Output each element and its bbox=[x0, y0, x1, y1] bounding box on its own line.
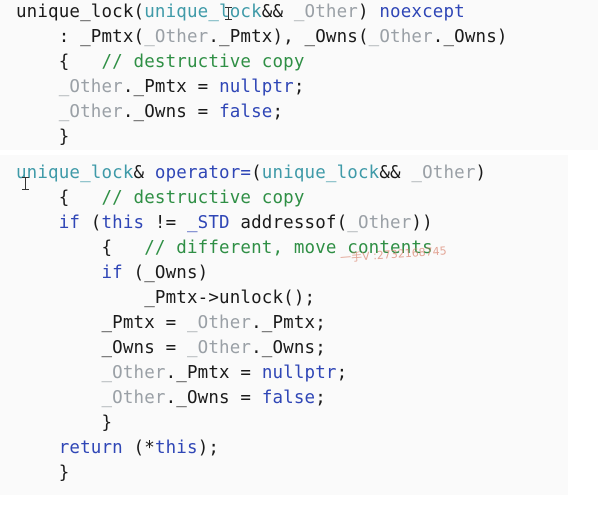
code-token: (_Owns) bbox=[122, 263, 209, 283]
code-token: ); bbox=[197, 438, 220, 458]
code-token: _Other bbox=[411, 163, 476, 183]
code-token: unique_lock bbox=[261, 163, 380, 183]
code-token bbox=[16, 102, 59, 122]
code-line[interactable]: _Other._Owns = false; bbox=[16, 386, 326, 411]
code-token: (* bbox=[122, 438, 155, 458]
code-line[interactable]: unique_lock(unique_lock&& _Other) noexce… bbox=[16, 0, 465, 25]
code-token: _Other bbox=[144, 27, 209, 47]
code-token: )) bbox=[411, 213, 433, 233]
code-line[interactable]: _Other._Pmtx = nullptr; bbox=[16, 361, 348, 386]
code-token: _Other bbox=[58, 77, 123, 97]
code-line[interactable]: _Pmtx = _Other._Pmtx; bbox=[16, 311, 326, 336]
code-token: ._Owns = bbox=[165, 388, 262, 408]
code-token: ) bbox=[357, 2, 380, 22]
code-token: { bbox=[16, 52, 102, 72]
code-token: this bbox=[101, 213, 145, 233]
code-token: this bbox=[154, 438, 198, 458]
code-token: ._Pmtx = bbox=[122, 77, 220, 97]
code-token: & bbox=[133, 163, 155, 183]
code-line[interactable]: if (this != _STD addressof(_Other)) bbox=[16, 211, 433, 236]
code-line[interactable]: } bbox=[16, 125, 70, 150]
code-token: false bbox=[219, 102, 273, 122]
code-token: _Other bbox=[186, 338, 252, 358]
code-token bbox=[16, 213, 59, 233]
code-token: && bbox=[379, 163, 412, 183]
code-token: ; bbox=[315, 388, 326, 408]
code-token: ._Pmtx = bbox=[165, 363, 262, 383]
code-line[interactable]: } bbox=[16, 411, 112, 436]
code-token: { bbox=[16, 238, 145, 258]
code-line[interactable]: _Owns = _Other._Owns; bbox=[16, 336, 326, 361]
code-token: ( bbox=[80, 213, 102, 233]
code-line[interactable]: { // destructive copy bbox=[16, 186, 305, 211]
code-token bbox=[16, 388, 102, 408]
code-token bbox=[16, 77, 59, 97]
code-token: unique_lock bbox=[16, 163, 134, 183]
code-token: } bbox=[16, 413, 113, 433]
code-token: ( bbox=[251, 163, 262, 183]
code-line[interactable]: { // different, move contents bbox=[16, 236, 433, 261]
code-token: _Pmtx->unlock(); bbox=[16, 288, 316, 308]
code-token: ._Owns; bbox=[251, 338, 326, 358]
code-token: _Other bbox=[58, 102, 123, 122]
code-token: ._Pmtx), _Owns( bbox=[208, 27, 369, 47]
code-line[interactable]: if (_Owns) bbox=[16, 261, 209, 286]
code-token: != bbox=[144, 213, 187, 233]
code-token: _Other bbox=[101, 388, 166, 408]
code-token: if bbox=[58, 213, 81, 233]
code-token: _STD bbox=[187, 213, 230, 233]
code-token: _Other bbox=[347, 213, 412, 233]
code-token: noexcept bbox=[379, 2, 465, 22]
code-token: ._Pmtx; bbox=[251, 313, 326, 333]
code-line[interactable]: _Other._Owns = false; bbox=[16, 100, 283, 125]
code-token: // destructive copy bbox=[101, 188, 305, 208]
code-token: operator= bbox=[154, 163, 252, 183]
code-line[interactable]: { // destructive copy bbox=[16, 50, 305, 75]
code-token: _Other bbox=[293, 2, 358, 22]
code-token: ; bbox=[293, 77, 305, 97]
code-token: addressof( bbox=[229, 213, 348, 233]
code-token: _Owns = bbox=[16, 338, 187, 358]
code-token: } bbox=[16, 127, 70, 147]
code-token: && bbox=[261, 2, 294, 22]
code-token: // destructive copy bbox=[101, 52, 305, 72]
code-token: nullptr bbox=[261, 363, 337, 383]
ibeam-cursor-icon bbox=[22, 176, 29, 191]
code-line[interactable]: _Other._Pmtx = nullptr; bbox=[16, 75, 305, 100]
code-line[interactable]: return (*this); bbox=[16, 436, 219, 461]
code-line[interactable]: unique_lock& operator=(unique_lock&& _Ot… bbox=[16, 161, 486, 186]
code-line[interactable]: _Pmtx->unlock(); bbox=[16, 286, 315, 311]
code-token: // different, move contents bbox=[144, 238, 433, 258]
code-token: nullptr bbox=[219, 77, 294, 97]
code-token: false bbox=[261, 388, 316, 408]
code-token: ; bbox=[336, 363, 348, 383]
code-token: unique_lock bbox=[144, 2, 262, 22]
code-token: ._Owns) bbox=[432, 27, 508, 47]
code-block-move-assignment bbox=[0, 155, 568, 495]
code-token: if bbox=[101, 263, 123, 283]
code-token bbox=[16, 263, 102, 283]
code-block-move-constructor bbox=[0, 0, 598, 150]
code-token: ._Owns = bbox=[122, 102, 220, 122]
code-token: ) bbox=[475, 163, 487, 183]
code-token: _Pmtx = bbox=[16, 313, 187, 333]
code-token: _Other bbox=[368, 27, 433, 47]
code-token: : _Pmtx( bbox=[16, 27, 145, 47]
code-token bbox=[16, 438, 59, 458]
code-line[interactable]: : _Pmtx(_Other._Pmtx), _Owns(_Other._Own… bbox=[16, 25, 508, 50]
code-token: return bbox=[58, 438, 123, 458]
code-token: } bbox=[16, 463, 70, 483]
code-token: ; bbox=[272, 102, 284, 122]
code-line[interactable]: } bbox=[16, 461, 70, 486]
code-token bbox=[16, 363, 102, 383]
code-token: _Other bbox=[186, 313, 252, 333]
code-token: unique_lock( bbox=[16, 2, 145, 22]
code-token: { bbox=[16, 188, 102, 208]
ibeam-cursor-icon bbox=[225, 6, 232, 21]
code-token: _Other bbox=[101, 363, 166, 383]
